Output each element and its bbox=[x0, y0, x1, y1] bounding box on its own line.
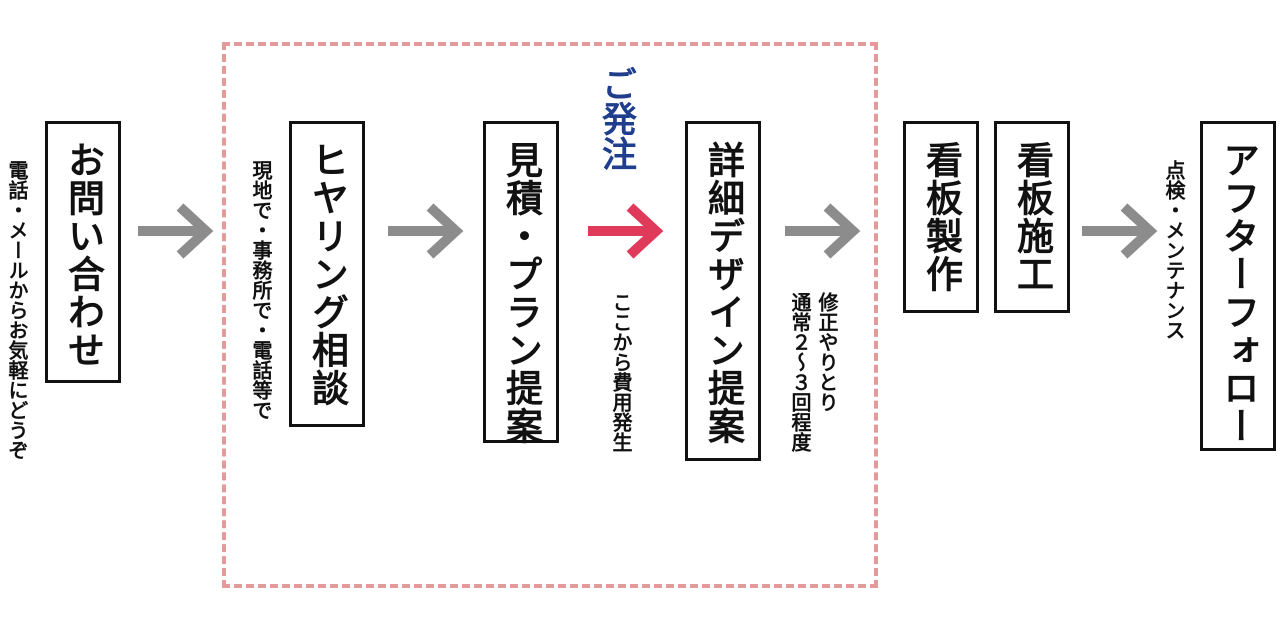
billing-range-dashed-region bbox=[222, 42, 878, 588]
step-installation-label: 看板施工 bbox=[1010, 141, 1054, 293]
step-aftercare-box: アフターフォロー bbox=[1200, 121, 1276, 451]
step-hearing-label: ヒヤリング相談 bbox=[305, 141, 349, 407]
step-inquiry-label: お問い合わせ bbox=[61, 141, 105, 369]
step-production-label: 看板製作 bbox=[919, 141, 963, 293]
arrow-right-icon bbox=[138, 203, 214, 259]
step-aftercare-label: アフターフォロー bbox=[1216, 141, 1260, 445]
note-inquiry: 電話・メールからお気軽にどうぞ bbox=[5, 160, 29, 460]
arrow-right-icon bbox=[1082, 203, 1158, 259]
step-installation-box: 看板施工 bbox=[994, 121, 1070, 313]
arrow-right-icon bbox=[388, 203, 464, 259]
note-estimate: ここから費用発生 bbox=[609, 292, 633, 452]
note-installation: 点検・メンテナンス bbox=[1162, 160, 1186, 340]
arrow-right-icon bbox=[785, 203, 861, 259]
arrow-right-highlight-icon bbox=[588, 203, 664, 259]
step-hearing-box: ヒヤリング相談 bbox=[289, 121, 365, 427]
note-design-line2: 通常２～３回程度 bbox=[788, 292, 812, 452]
note-design-line1: 修正やりとり bbox=[815, 292, 839, 412]
order-label: ご発注 bbox=[596, 66, 636, 171]
step-estimate-box: 見積・プラン提案 bbox=[483, 121, 559, 445]
note-hearing: 現地で・事務所で・電話等で bbox=[249, 160, 273, 420]
step-design-box: 詳細デザイン提案 bbox=[685, 121, 761, 461]
step-inquiry-box: お問い合わせ bbox=[45, 121, 121, 383]
step-design-label: 詳細デザイン提案 bbox=[701, 141, 745, 445]
step-estimate-label: 見積・プラン提案 bbox=[499, 141, 543, 445]
step-production-box: 看板製作 bbox=[903, 121, 979, 313]
